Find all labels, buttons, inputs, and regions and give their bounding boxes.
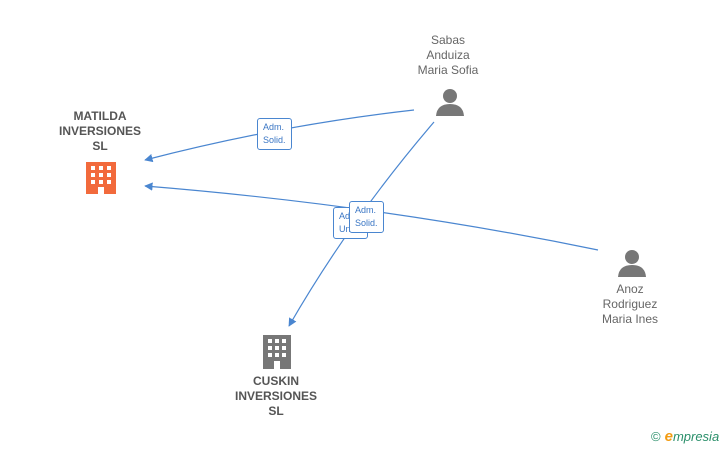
- person-icon[interactable]: [436, 89, 464, 116]
- node-label-sabas[interactable]: Sabas Anduiza Maria Sofia: [417, 33, 479, 77]
- edge-label-sabas-matilda[interactable]: Adm. Solid.: [257, 118, 292, 150]
- brand-e: e: [664, 428, 673, 445]
- node-label-cuskin[interactable]: CUSKIN INVERSIONES SL: [234, 374, 318, 418]
- node-label-matilda[interactable]: MATILDA INVERSIONES SL: [58, 109, 142, 153]
- edge-label-sabas-cuskin[interactable]: Adm. Solid.: [349, 201, 384, 233]
- building-icon[interactable]: [263, 335, 291, 369]
- building-icon[interactable]: [86, 162, 116, 194]
- copyright-icon: ©: [651, 429, 661, 444]
- node-label-anoz[interactable]: Anoz Rodriguez Maria Ines: [601, 282, 659, 326]
- brand-name: mpresia: [672, 429, 720, 444]
- person-icon[interactable]: [618, 250, 646, 277]
- brand-logo[interactable]: ©empresia: [651, 428, 719, 445]
